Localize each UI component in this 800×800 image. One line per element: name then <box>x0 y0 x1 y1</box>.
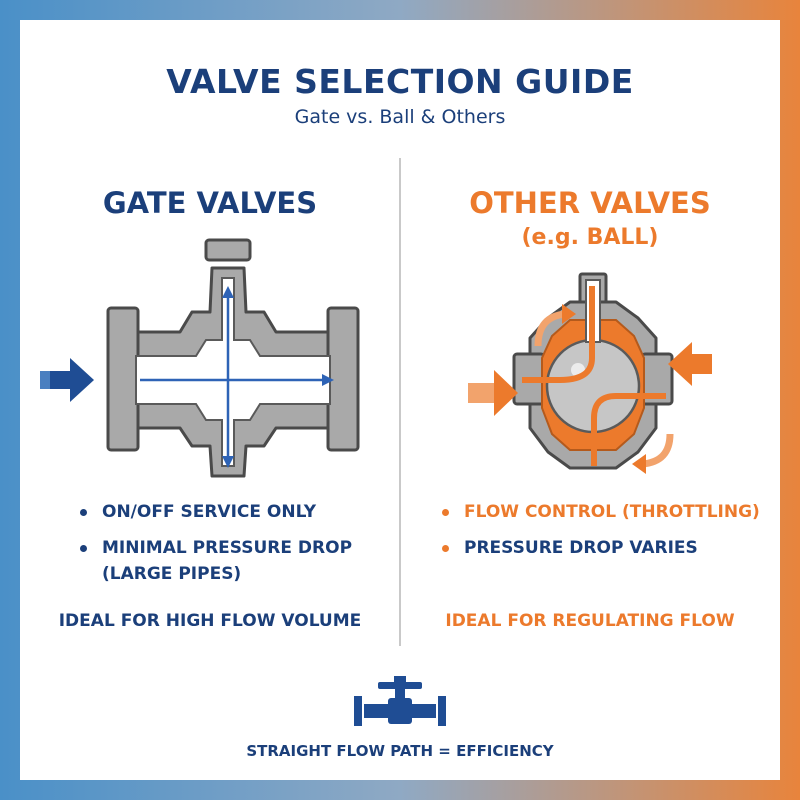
list-item: ON/OFF SERVICE ONLY <box>78 499 388 525</box>
footer-text: STRAIGHT FLOW PATH = EFFICIENCY <box>246 742 554 760</box>
valve-pipe-icon <box>354 676 446 726</box>
other-bullet-list: FLOW CONTROL (THROTTLING) PRESSURE DROP … <box>440 499 770 561</box>
gate-valve-passage <box>135 277 331 467</box>
bullet-dot <box>442 509 449 516</box>
gate-valve-diagram <box>40 238 360 478</box>
list-item: MINIMAL PRESSURE DROP <box>78 535 388 561</box>
page-title: VALVE SELECTION GUIDE <box>166 62 634 101</box>
column-divider <box>399 158 401 646</box>
bullet-dot <box>80 509 87 516</box>
other-valves-subtitle: (e.g. BALL) <box>521 225 659 250</box>
ball-valve-diagram <box>468 272 712 474</box>
ball-top-curved-arrow <box>534 304 576 347</box>
guide-card: VALVE SELECTION GUIDE Gate vs. Ball & Ot… <box>20 20 780 780</box>
gate-ideal-text: IDEAL FOR HIGH FLOW VOLUME <box>58 611 362 631</box>
bullet-dot <box>80 545 87 552</box>
gate-inlet-arrow <box>40 358 94 402</box>
ball-right-arrow <box>668 342 712 386</box>
other-valves-title: OTHER VALVES <box>469 186 711 220</box>
page-subtitle: Gate vs. Ball & Others <box>294 106 506 128</box>
ball-bottom-curved-arrow <box>632 433 674 474</box>
list-item: FLOW CONTROL (THROTTLING) <box>440 499 770 525</box>
other-ideal-text: IDEAL FOR REGULATING FLOW <box>445 611 735 631</box>
list-item: (LARGE PIPES) <box>102 564 242 584</box>
ball-inlet-arrow <box>468 370 518 416</box>
list-item: PRESSURE DROP VARIES <box>440 535 770 561</box>
gate-flow-arrows <box>140 286 334 468</box>
ball-flow-path <box>522 286 595 383</box>
bullet-dot <box>442 545 449 552</box>
gate-bullet-list: ON/OFF SERVICE ONLY MINIMAL PRESSURE DRO… <box>78 499 388 587</box>
gate-valves-title: GATE VALVES <box>102 186 318 220</box>
